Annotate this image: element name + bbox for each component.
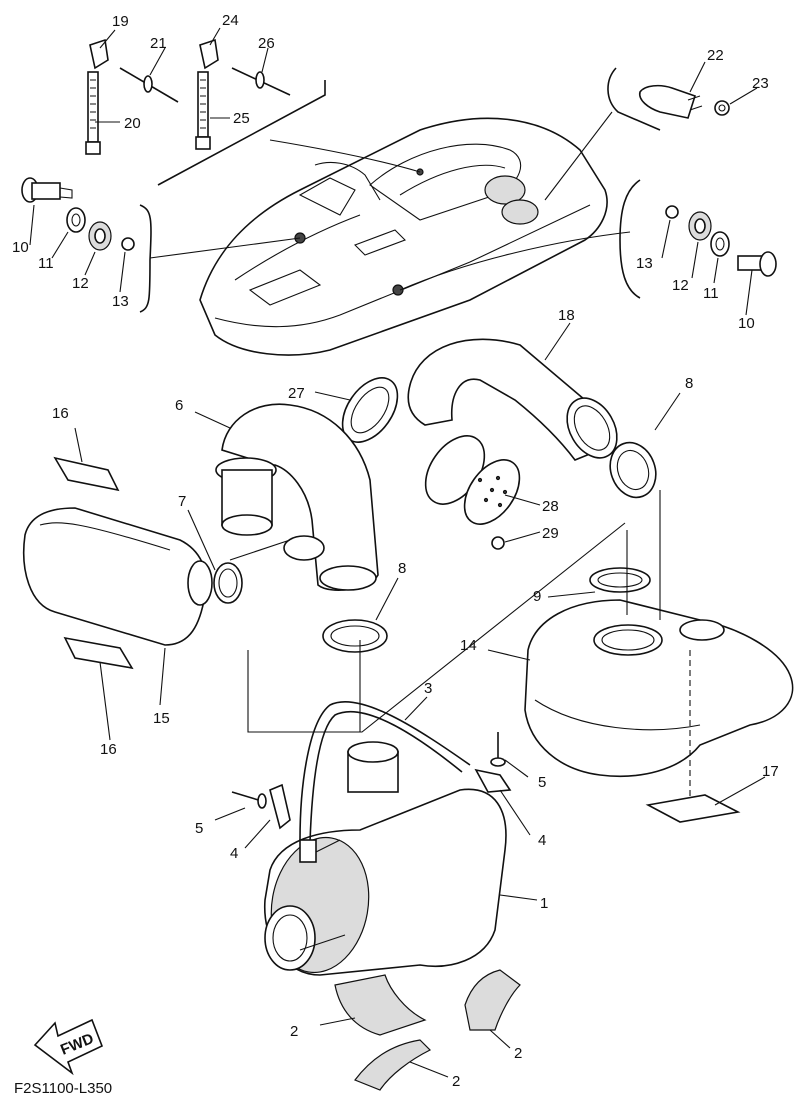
bracket-4-left <box>269 783 291 830</box>
callout-3: 3 <box>424 680 432 697</box>
callout-2c: 2 <box>452 1073 460 1090</box>
callout-29: 29 <box>542 525 559 542</box>
gasket-28 <box>463 459 521 525</box>
callout-16a: 16 <box>52 405 69 422</box>
callout-9: 9 <box>533 588 541 605</box>
callout-13b: 13 <box>636 255 653 272</box>
watercraft-overview <box>199 117 608 356</box>
group-bracket-right-top <box>607 67 661 131</box>
bracket-22 <box>638 84 703 119</box>
callout-18: 18 <box>558 307 575 324</box>
nut-29 <box>491 536 505 550</box>
bracket-4-right <box>474 768 512 793</box>
callout-12b: 12 <box>672 277 689 294</box>
callout-23: 23 <box>752 75 769 92</box>
clip-13-left <box>121 237 135 251</box>
cable-tie-24-25 <box>195 38 219 150</box>
pad-17 <box>645 794 741 823</box>
callout-5b: 5 <box>538 774 546 791</box>
callout-21: 21 <box>150 35 167 52</box>
group-bracket-clamps <box>157 80 326 186</box>
fitting-10-left <box>21 177 73 203</box>
callout-8a: 8 <box>398 560 406 577</box>
callout-5a: 5 <box>195 820 203 837</box>
forward-arrow-icon: FWD <box>33 1018 104 1076</box>
drawing-code: F2S1100-L350 <box>14 1080 112 1097</box>
leader-lines <box>29 27 766 1078</box>
callout-25: 25 <box>233 110 250 127</box>
screw-5-right <box>490 732 506 767</box>
washer-11-right <box>710 231 730 257</box>
callout-1: 1 <box>540 895 548 912</box>
strap-3 <box>299 700 471 863</box>
rivet-21 <box>119 67 179 103</box>
callout-4a: 4 <box>230 845 238 862</box>
callout-8b: 8 <box>685 375 693 392</box>
callout-6: 6 <box>175 397 183 414</box>
pad-16-top <box>53 456 120 492</box>
callout-11a: 11 <box>38 255 54 272</box>
clamp-9 <box>589 567 651 593</box>
clamp-8-left <box>322 619 388 653</box>
cable-tie-19-20 <box>85 38 109 155</box>
rivet-26 <box>231 67 291 96</box>
resonator-15 <box>23 507 213 646</box>
screw-5-left <box>231 791 267 809</box>
callout-13a: 13 <box>112 293 129 310</box>
muffler-1 <box>264 788 507 976</box>
callout-10b: 10 <box>738 315 755 332</box>
nut-23 <box>714 100 730 116</box>
callout-2a: 2 <box>290 1023 298 1040</box>
callout-19: 19 <box>112 13 129 30</box>
callout-12a: 12 <box>72 275 89 292</box>
group-bracket-right <box>619 179 641 299</box>
callout-26: 26 <box>258 35 275 52</box>
callout-27: 27 <box>288 385 305 402</box>
clamp-8-right <box>609 441 657 499</box>
callout-28: 28 <box>542 498 559 515</box>
inlet-1 <box>347 741 399 793</box>
protector-2-c <box>354 1039 432 1091</box>
protector-2-b <box>464 969 521 1031</box>
water-lock-14 <box>524 599 794 778</box>
callout-15: 15 <box>153 710 170 727</box>
callout-22: 22 <box>707 47 724 64</box>
exhaust-pipe-6 <box>215 403 379 591</box>
callout-14: 14 <box>460 637 477 654</box>
callout-2b: 2 <box>514 1045 522 1062</box>
clip-13-right <box>665 205 679 219</box>
callout-7: 7 <box>178 493 186 510</box>
exhaust-hose-18 <box>407 338 618 505</box>
group-bracket-left <box>139 204 152 313</box>
washer-11-left <box>66 207 86 233</box>
callout-24: 24 <box>222 12 239 29</box>
clamp-7 <box>213 562 243 604</box>
protector-2-a <box>334 974 427 1036</box>
callout-10a: 10 <box>12 239 29 256</box>
callout-4b: 4 <box>538 832 546 849</box>
callout-16b: 16 <box>100 741 117 758</box>
nut-12-right <box>688 211 712 241</box>
nut-12-left <box>88 221 112 251</box>
fitting-10-right <box>737 251 777 277</box>
pad-16-bottom <box>63 636 134 670</box>
callout-11b: 11 <box>703 285 719 302</box>
callout-20: 20 <box>124 115 141 132</box>
callout-17: 17 <box>762 763 779 780</box>
